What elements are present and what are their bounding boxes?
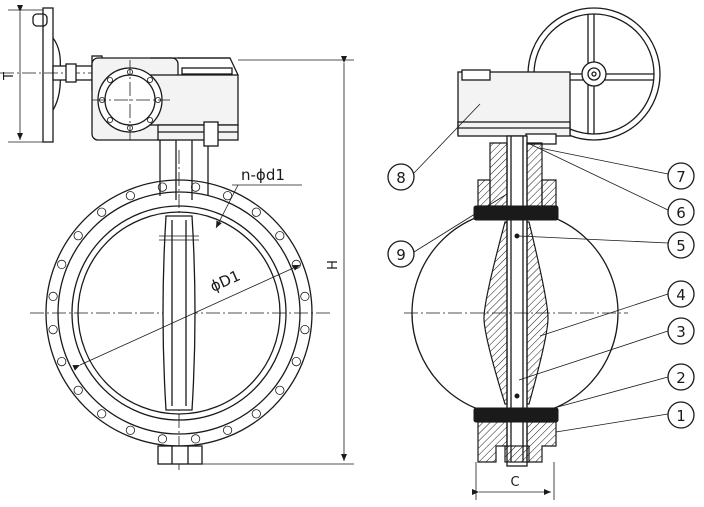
- bolt-holes-label: n-ϕd1: [241, 166, 285, 184]
- disc-front: [159, 215, 199, 411]
- bolt-hole: [223, 191, 233, 201]
- bolt-hole: [275, 231, 285, 241]
- svg-text:6: 6: [676, 204, 686, 222]
- bolt-hole: [191, 182, 201, 192]
- svg-text:1: 1: [676, 407, 686, 425]
- bolt-hole: [48, 324, 58, 335]
- valve-neck: [159, 121, 219, 200]
- callout-6: 6: [667, 198, 695, 226]
- callout-7: 7: [667, 162, 695, 190]
- callout-4: 4: [667, 280, 695, 308]
- dimension-c-label: C: [510, 475, 519, 490]
- bolt-hole: [157, 182, 167, 192]
- bottom-trunnion-front: [157, 445, 203, 465]
- bolt-hole: [48, 291, 58, 301]
- bolt-hole: [275, 385, 285, 395]
- svg-text:9: 9: [396, 246, 406, 264]
- svg-text:5: 5: [676, 237, 686, 255]
- callout-3: 3: [667, 317, 695, 345]
- bolt-holes-callout: n-ϕd1: [215, 166, 302, 229]
- dimension-h: H: [202, 56, 354, 465]
- disc-section: [483, 221, 549, 405]
- gearbox-front: [91, 57, 239, 142]
- callout-leaders: [413, 103, 669, 433]
- bolt-hole: [73, 231, 83, 241]
- svg-text:8: 8: [396, 169, 406, 187]
- callout-1: 1: [667, 401, 695, 429]
- side-section-view: C 8 9 7 6 5 4 3 2 1: [387, 7, 695, 500]
- upper-body-section: [473, 142, 559, 221]
- bolt-hole: [57, 356, 67, 367]
- dimension-h-label: H: [326, 260, 341, 270]
- dimension-d1-label: ϕD1: [207, 267, 243, 296]
- gearbox-side: [457, 69, 571, 145]
- bolt-hole: [251, 409, 261, 419]
- dimension-t: T: [2, 5, 43, 143]
- bolt-hole: [125, 425, 135, 435]
- bolt-hole: [291, 356, 301, 367]
- callout-5: 5: [667, 231, 695, 259]
- bolt-hole: [157, 434, 167, 444]
- bolt-hole: [97, 207, 107, 217]
- svg-text:7: 7: [676, 168, 686, 186]
- bolt-hole: [73, 385, 83, 395]
- bolt-hole: [223, 425, 233, 435]
- callout-8: 8: [387, 163, 415, 191]
- dimension-t-label: T: [2, 72, 17, 81]
- callout-2: 2: [667, 363, 695, 391]
- lower-body-section: [473, 407, 559, 463]
- bolt-hole: [251, 207, 261, 217]
- svg-text:4: 4: [676, 286, 686, 304]
- front-view: T: [0, 5, 354, 470]
- svg-text:3: 3: [676, 323, 686, 341]
- bolt-hole: [125, 191, 135, 201]
- bolt-hole: [97, 409, 107, 419]
- bolt-hole: [300, 324, 310, 335]
- callout-9: 9: [387, 240, 415, 268]
- bolt-hole: [57, 259, 67, 269]
- bolt-hole: [300, 291, 310, 301]
- svg-text:2: 2: [676, 369, 686, 387]
- bolt-hole: [291, 259, 301, 269]
- bolt-hole: [191, 434, 201, 444]
- dimension-c: C: [472, 462, 555, 500]
